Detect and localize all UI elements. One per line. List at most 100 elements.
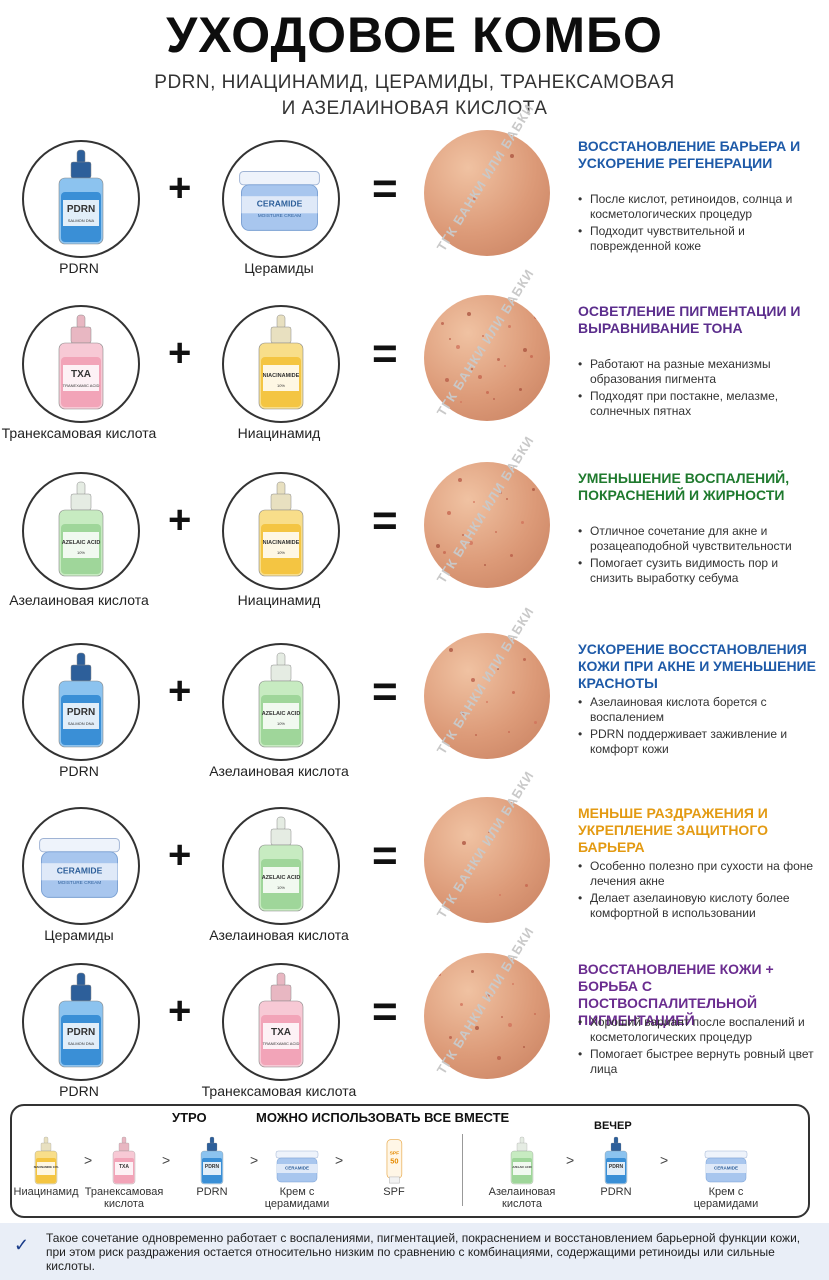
svg-text:TXA: TXA bbox=[71, 369, 91, 380]
svg-text:NIACINAMIDE: NIACINAMIDE bbox=[263, 373, 300, 379]
product-icon: AZELAIC ACID bbox=[482, 1128, 562, 1186]
ingredient-circle-left: PDRN SALMON DNA bbox=[22, 643, 140, 761]
skin-result-image bbox=[424, 462, 550, 588]
product-icon: SPF 50 bbox=[354, 1128, 434, 1186]
effect-title: УМЕНЬШЕНИЕ ВОСПАЛЕНИЙ, ПОКРАСНЕНИЙ И ЖИР… bbox=[578, 470, 790, 503]
skin-result-image bbox=[424, 295, 550, 421]
plus-icon: + bbox=[168, 166, 192, 210]
plus-icon: + bbox=[168, 669, 192, 713]
svg-text:PDRN: PDRN bbox=[609, 1164, 624, 1170]
svg-text:PDRN: PDRN bbox=[67, 707, 95, 718]
serum-bottle-icon: PDRN SALMON DNA bbox=[51, 971, 111, 1076]
ingredient-circle-right: TXA TRANEXAMIC ACID bbox=[222, 963, 340, 1081]
subtitle-line-2: И АЗЕЛАИНОВАЯ КИСЛОТА bbox=[281, 98, 548, 119]
effect-bullets: Хороший вариант после воспалений и косме… bbox=[578, 1015, 818, 1079]
serum-bottle-icon: NIACINAMIDE 10% bbox=[251, 313, 311, 418]
svg-text:CERAMIDE: CERAMIDE bbox=[257, 199, 303, 209]
routine-item: CERAMIDE Крем с церамидами bbox=[686, 1128, 766, 1210]
svg-text:10%: 10% bbox=[77, 550, 85, 555]
combo-row: AZELAIC ACID 10% Азелаиновая кислота + N… bbox=[0, 433, 829, 622]
ingredient-label-right: Ниацинамид bbox=[237, 592, 321, 608]
effect-bullet: Помогает сузить видимость пор и снизить … bbox=[578, 556, 818, 586]
routine-item: SPF 50 SPF bbox=[354, 1128, 434, 1198]
product-icon: PDRN bbox=[576, 1128, 656, 1186]
equals-icon: = bbox=[372, 667, 398, 716]
svg-text:SALMON DNA: SALMON DNA bbox=[68, 218, 95, 223]
combo-row: TXA TRANEXAMIC ACID Транексамовая кислот… bbox=[0, 266, 829, 455]
routine-divider bbox=[462, 1134, 463, 1206]
effect-bullet: После кислот, ретиноидов, солнца и косме… bbox=[578, 192, 818, 222]
footer-text: Такое сочетание одновременно работает с … bbox=[46, 1231, 801, 1273]
chevron-right-icon: > bbox=[250, 1152, 259, 1168]
svg-text:10%: 10% bbox=[277, 383, 285, 388]
svg-text:AZELAIC ACID: AZELAIC ACID bbox=[262, 875, 301, 881]
combo-row: PDRN SALMON DNA PDRN + CERAMIDE MOISTURE… bbox=[0, 101, 829, 290]
ingredient-label-left: PDRN bbox=[59, 763, 99, 779]
plus-icon: + bbox=[168, 989, 192, 1033]
plus-icon: + bbox=[168, 331, 192, 375]
routine-item-label: PDRN bbox=[196, 1186, 228, 1198]
product-icon: CERAMIDE bbox=[257, 1128, 337, 1186]
combo-row: CERAMIDE MOISTURE CREAM Церамиды + AZELA… bbox=[0, 768, 829, 957]
routine-item-label: Ниацинамид bbox=[13, 1186, 79, 1198]
serum-bottle-icon: PDRN SALMON DNA bbox=[51, 651, 111, 756]
page-subtitle: PDRN, НИАЦИНАМИД, ЦЕРАМИДЫ, ТРАНЕКСАМОВА… bbox=[0, 70, 829, 122]
svg-text:PDRN: PDRN bbox=[67, 1027, 95, 1038]
svg-text:10%: 10% bbox=[277, 550, 285, 555]
effect-title: МЕНЬШЕ РАЗДРАЖЕНИЯ И УКРЕПЛЕНИЕ ЗАЩИТНОГ… bbox=[578, 805, 768, 855]
svg-text:TRANEXAMIC ACID: TRANEXAMIC ACID bbox=[63, 383, 100, 388]
plus-icon: + bbox=[168, 833, 192, 877]
effect-bullets: Особенно полезно при сухости на фоне леч… bbox=[578, 859, 818, 923]
product-icon: TXA bbox=[84, 1128, 164, 1186]
routine-item-label: Азелаиновая кислота bbox=[488, 1186, 556, 1210]
ingredient-circle-right: NIACINAMIDE 10% bbox=[222, 305, 340, 423]
cream-jar-icon: CERAMIDE MOISTURE CREAM bbox=[232, 162, 327, 243]
product-icon: CERAMIDE bbox=[686, 1128, 766, 1186]
routine-center-label: МОЖНО ИСПОЛЬЗОВАТЬ ВСЕ ВМЕСТЕ bbox=[256, 1110, 510, 1125]
svg-text:NIACINAMIDE 10%: NIACINAMIDE 10% bbox=[34, 1165, 59, 1169]
svg-text:PDRN: PDRN bbox=[67, 204, 95, 215]
serum-bottle-icon: PDRN SALMON DNA bbox=[51, 148, 111, 253]
ingredient-circle-right: CERAMIDE MOISTURE CREAM bbox=[222, 140, 340, 258]
ingredient-label-right: Азелаиновая кислота bbox=[209, 763, 349, 779]
svg-text:AZELAIC ACID: AZELAIC ACID bbox=[62, 540, 101, 546]
evening-label: ВЕЧЕР bbox=[594, 1120, 632, 1132]
svg-text:PDRN: PDRN bbox=[205, 1164, 220, 1170]
ingredient-label-left: Азелаиновая кислота bbox=[9, 592, 149, 608]
svg-text:MOISTURE CREAM: MOISTURE CREAM bbox=[58, 880, 102, 886]
serum-bottle-icon: AZELAIC ACID 10% bbox=[51, 480, 111, 585]
equals-icon: = bbox=[372, 329, 398, 378]
effect-bullet: Азелаиновая кислота борется с воспаление… bbox=[578, 695, 818, 725]
plus-icon: + bbox=[168, 498, 192, 542]
chevron-right-icon: > bbox=[335, 1152, 344, 1168]
product-icon: NIACINAMIDE 10% bbox=[6, 1128, 86, 1186]
effect-bullets: Отличное сочетание для акне и розацеапод… bbox=[578, 524, 818, 588]
equals-icon: = bbox=[372, 496, 398, 545]
equals-icon: = bbox=[372, 831, 398, 880]
ingredient-label-left: PDRN bbox=[59, 260, 99, 276]
ingredient-label-right: Ниацинамид bbox=[237, 425, 321, 441]
routine-item: NIACINAMIDE 10% Ниацинамид bbox=[6, 1128, 86, 1198]
effect-bullet: Подходит чувствительной и поврежденной к… bbox=[578, 224, 818, 254]
check-icon: ✓ bbox=[14, 1235, 30, 1255]
ingredient-label-right: Транексамовая кислота bbox=[201, 1083, 357, 1099]
skin-result-image bbox=[424, 633, 550, 759]
effect-bullet: Особенно полезно при сухости на фоне леч… bbox=[578, 859, 818, 889]
footer-note: ✓ Такое сочетание одновременно работает … bbox=[0, 1223, 829, 1280]
combo-row: PDRN SALMON DNA PDRN + AZELAIC ACID 10% … bbox=[0, 604, 829, 793]
combo-row: PDRN SALMON DNA PDRN + TXA TRANEXAMIC AC… bbox=[0, 924, 829, 1113]
svg-text:10%: 10% bbox=[277, 721, 285, 726]
ingredient-circle-right: AZELAIC ACID 10% bbox=[222, 807, 340, 925]
svg-text:SALMON DNA: SALMON DNA bbox=[68, 1041, 95, 1046]
skin-result-image bbox=[424, 953, 550, 1079]
ingredient-label-right: Церамиды bbox=[244, 260, 314, 276]
serum-bottle-icon: TXA TRANEXAMIC ACID bbox=[51, 313, 111, 418]
ingredient-circle-left: TXA TRANEXAMIC ACID bbox=[22, 305, 140, 423]
ingredient-label-left: PDRN bbox=[59, 1083, 99, 1099]
ingredient-circle-left: CERAMIDE MOISTURE CREAM bbox=[22, 807, 140, 925]
cream-jar-icon: CERAMIDE MOISTURE CREAM bbox=[32, 829, 127, 910]
effect-title: ОСВЕТЛЕНИЕ ПИГМЕНТАЦИИ И ВЫРАВНИВАНИЕ ТО… bbox=[578, 303, 801, 336]
ingredient-circle-left: PDRN SALMON DNA bbox=[22, 963, 140, 1081]
serum-bottle-icon: NIACINAMIDE 10% bbox=[251, 480, 311, 585]
effect-bullet: Помогает быстрее вернуть ровный цвет лиц… bbox=[578, 1047, 818, 1077]
